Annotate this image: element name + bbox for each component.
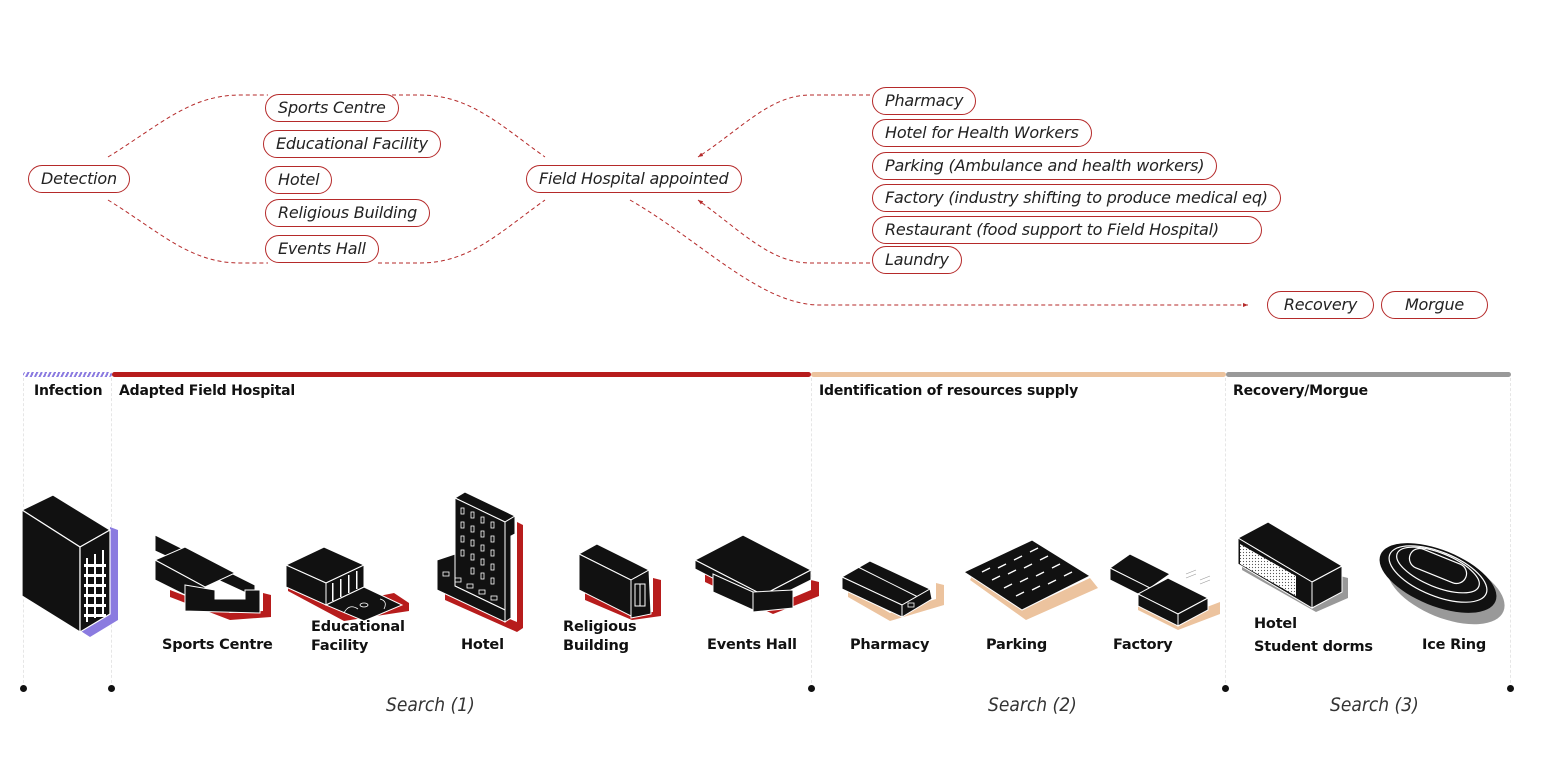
phase-label-recovery: Recovery/Morgue xyxy=(1233,383,1368,399)
search-label-2: Search (2) xyxy=(988,694,1077,716)
milestone-dot xyxy=(1507,685,1514,692)
building-label-line: Hotel xyxy=(1254,616,1297,632)
pill-resource-laundry: Laundry xyxy=(872,246,962,274)
hotel-icon xyxy=(436,491,523,632)
pill-venue-educational-facility: Educational Facility xyxy=(263,130,441,158)
building-label-factory: Factory xyxy=(1113,637,1173,653)
building-label-hotel-student-dorms: Hotel Student dorms xyxy=(1254,613,1373,659)
pill-resource-hotel-health-workers: Hotel for Health Workers xyxy=(872,119,1092,147)
connector-laundry xyxy=(697,199,870,264)
pill-venue-sports-centre: Sports Centre xyxy=(265,94,399,122)
infection-tower-icon xyxy=(20,494,118,637)
building-label-pharmacy: Pharmacy xyxy=(850,637,930,653)
phase-bar-resources xyxy=(811,372,1226,377)
building-label-line: Facility xyxy=(311,638,369,654)
phase-bar-recovery xyxy=(1226,372,1511,377)
building-label-events-hall: Events Hall xyxy=(707,637,797,653)
building-label-line: Building xyxy=(563,638,629,654)
divider xyxy=(1225,378,1226,688)
building-label-sports-centre: Sports Centre xyxy=(162,637,273,653)
pill-outcome-morgue: Morgue xyxy=(1381,291,1488,319)
factory-icon xyxy=(1109,553,1220,630)
educational-facility-icon xyxy=(284,546,409,622)
phase-label-resources: Identification of resources supply xyxy=(819,383,1079,399)
events-hall-icon xyxy=(693,534,819,614)
pill-venue-religious-building: Religious Building xyxy=(265,199,431,227)
divider xyxy=(1510,378,1511,688)
pill-resource-restaurant: Restaurant (food support to Field Hospit… xyxy=(872,216,1262,244)
building-label-hotel: Hotel xyxy=(461,637,504,653)
connector-venues-bottom xyxy=(378,199,546,264)
connector-detection-top xyxy=(107,94,268,158)
milestone-dot xyxy=(808,685,815,692)
search-label-1: Search (1) xyxy=(386,694,475,716)
pill-venue-events-hall: Events Hall xyxy=(265,235,379,263)
pill-detection: Detection xyxy=(28,165,130,193)
ice-ring-icon xyxy=(1379,543,1505,625)
phase-bar-infection xyxy=(23,372,112,377)
sports-centre-icon xyxy=(155,535,271,620)
parking-icon xyxy=(962,539,1098,620)
building-label-ice-ring: Ice Ring xyxy=(1422,637,1487,653)
building-label-religious-building: Religious Building xyxy=(563,618,637,656)
phase-label-infection: Infection xyxy=(34,383,103,399)
phase-label-field-hospital: Adapted Field Hospital xyxy=(119,383,295,399)
building-label-parking: Parking xyxy=(986,637,1048,653)
pill-venue-hotel: Hotel xyxy=(265,166,333,194)
milestone-dot xyxy=(108,685,115,692)
pill-resource-factory: Factory (industry shifting to produce me… xyxy=(872,184,1281,212)
pharmacy-icon xyxy=(840,560,944,621)
pill-resource-parking: Parking (Ambulance and health workers) xyxy=(872,152,1218,180)
pill-resource-pharmacy: Pharmacy xyxy=(872,87,977,115)
building-label-line: Educational xyxy=(311,619,405,635)
religious-building-icon xyxy=(577,543,661,620)
connector-outcomes xyxy=(629,199,1248,307)
connector-detection-bottom xyxy=(107,199,268,264)
hotel-student-dorms-icon xyxy=(1236,521,1348,612)
milestone-dot xyxy=(1222,685,1229,692)
pill-outcome-recovery: Recovery xyxy=(1267,291,1374,319)
pill-field-hospital-appointed: Field Hospital appointed xyxy=(526,165,742,193)
building-label-line: Religious xyxy=(563,619,637,635)
building-label-line: Student dorms xyxy=(1254,639,1373,655)
divider xyxy=(811,378,812,688)
building-label-educational-facility: Educational Facility xyxy=(311,618,405,656)
milestone-dot xyxy=(20,685,27,692)
connector-venues-top xyxy=(392,94,546,158)
connector-pharmacy xyxy=(697,94,870,158)
phase-bar-field-hospital xyxy=(112,372,811,377)
search-label-3: Search (3) xyxy=(1330,694,1419,716)
